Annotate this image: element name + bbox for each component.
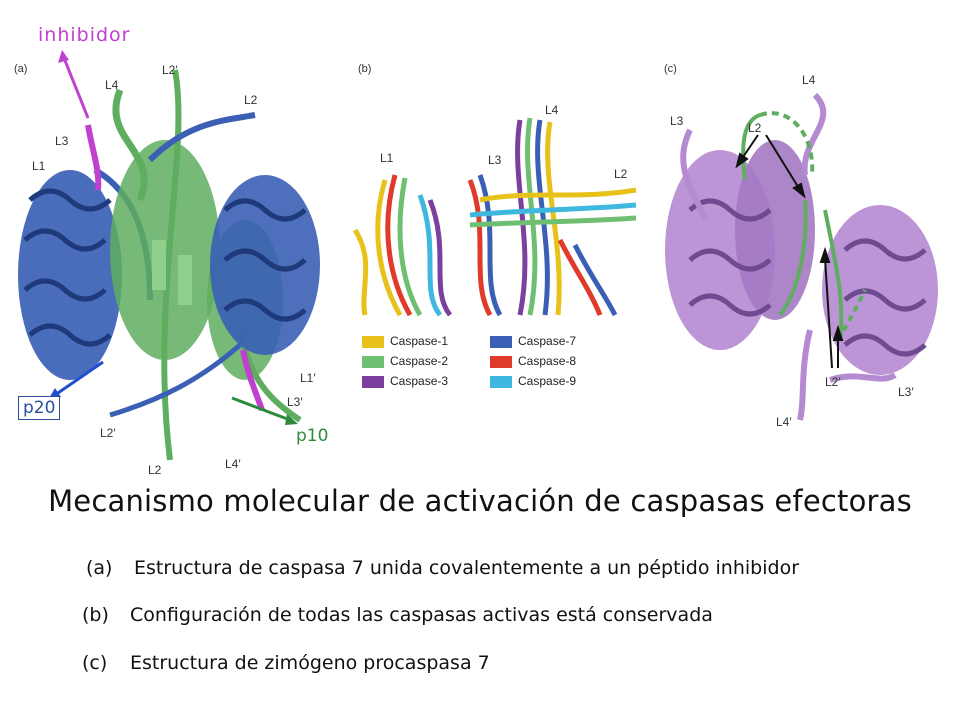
l2-arrows (735, 134, 844, 369)
loop-label: L4 (545, 103, 559, 117)
superposed-caspase-backbones (352, 117, 637, 317)
loop-label: L2 (748, 121, 762, 135)
legend-item: Caspase-9 (490, 374, 618, 388)
loop-label: L1′ (300, 371, 316, 385)
loop-label: L3 (55, 134, 69, 148)
caption-tag: (c) (82, 652, 108, 674)
loop-label: L3′ (287, 395, 303, 409)
caspase7-green-domain (110, 69, 220, 461)
inhibitor-label: inhibidor (38, 24, 131, 46)
panel-b-tag: (b) (358, 63, 371, 75)
loop-label: L2 (148, 463, 162, 477)
caption-tag: (a) (86, 557, 113, 579)
loop-label: L2′ (825, 375, 841, 389)
loop-label: L1 (32, 159, 46, 173)
loop-label: L3′ (898, 385, 914, 399)
caption-text: Configuración de todas las caspasas acti… (130, 604, 713, 626)
procaspase7-violet-domains (665, 92, 938, 421)
loop-label: L3 (670, 114, 684, 128)
inhibitor-peptide-right (240, 349, 265, 411)
p10-arrowhead (285, 414, 298, 425)
loop-label: L2 (244, 93, 258, 107)
loop-label: L3 (488, 153, 502, 167)
loop-label: L4′ (225, 457, 241, 471)
loop-label: L2′ (100, 426, 116, 440)
p10-arrow (231, 396, 291, 422)
panel-b-legend: Caspase-1 Caspase-7 Caspase-2 Caspase-8 … (362, 334, 622, 388)
caption-text: Estructura de caspasa 7 unida covalentem… (134, 557, 800, 579)
inhibitor-arrowhead (58, 50, 69, 63)
loop-label: L4′ (776, 415, 792, 429)
figure-title: Mecanismo molecular de activación de cas… (48, 484, 912, 518)
legend-item: Caspase-3 (362, 374, 490, 388)
loop-label: L4 (802, 73, 816, 87)
caption-text: Estructura de zimógeno procaspasa 7 (130, 652, 490, 674)
loop-label: L4 (105, 78, 119, 92)
legend-item: Caspase-8 (490, 354, 618, 368)
caption-a: (a) Estructura de caspasa 7 unida covalen… (86, 557, 799, 579)
p20-label: p20 (18, 396, 61, 420)
p10-label: p10 (296, 426, 329, 446)
panel-a-tag: (a) (14, 63, 27, 75)
panel-c-tag: (c) (664, 63, 677, 75)
caption-tag: (b) (82, 604, 109, 626)
legend-item: Caspase-2 (362, 354, 490, 368)
caption-b: (b) Configuración de todas las caspasas a… (82, 604, 713, 626)
loop-label: L2′ (162, 63, 178, 77)
inhibitor-arrow (62, 57, 90, 119)
legend-item: Caspase-7 (490, 334, 618, 348)
caspase7-blue-domain-right (109, 112, 320, 418)
p20-arrow (54, 360, 104, 397)
inhibitor-peptide-left (85, 124, 102, 191)
loop-label: L2 (614, 167, 628, 181)
caption-c: (c) Estructura de zimógeno procaspasa 7 (82, 652, 490, 674)
legend-item: Caspase-1 (362, 334, 490, 348)
loop-label: L1 (380, 151, 394, 165)
